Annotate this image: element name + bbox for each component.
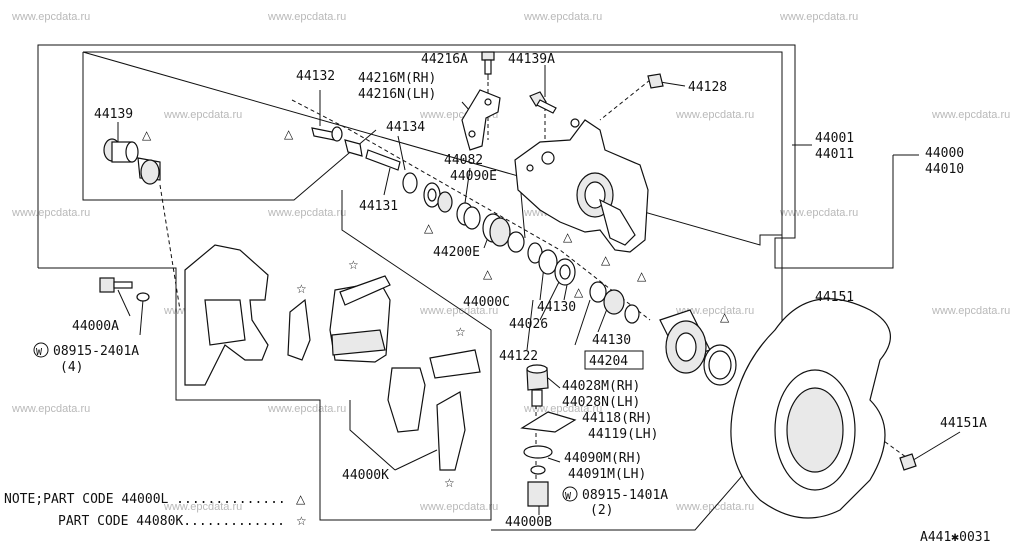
label-44151: 44151 [815, 290, 854, 305]
torque-member [99, 244, 269, 386]
watermark-text: www.epcdata.ru [11, 207, 90, 219]
label-44130-a: 44130 [537, 300, 576, 315]
watermark-text: www.epcdata.ru [11, 11, 90, 23]
label-44000c: 44000C [463, 295, 510, 310]
label-44130-b: 44130 [592, 333, 631, 348]
lower-hardware [520, 364, 577, 507]
watermark-text: www.epcdata.ru [931, 305, 1010, 317]
washer-symbol-letter: W [565, 491, 572, 502]
svg-text:☆: ☆ [455, 325, 466, 339]
watermark-text: www.epcdata.ru [163, 501, 242, 513]
bolts-top [481, 51, 664, 114]
label-44131: 44131 [359, 199, 398, 214]
watermark-text: www.epcdata.ru [267, 207, 346, 219]
diagram-code: A441✱0031 [920, 530, 990, 545]
svg-text:☆: ☆ [348, 258, 359, 272]
label-44000b: 44000B [505, 515, 552, 530]
label-44000a: 44000A [72, 319, 119, 334]
label-08915-2401a-qty: (4) [60, 360, 83, 375]
watermark-text: www.epcdata.ru [675, 109, 754, 121]
watermark-text: www.epcdata.ru [523, 11, 602, 23]
washer-symbol-icon [562, 486, 578, 502]
label-44011: 44011 [815, 147, 854, 162]
watermark-text: www.epcdata.ru [523, 403, 602, 415]
label-44091m: 44091M(LH) [568, 467, 646, 482]
label-44128: 44128 [688, 80, 727, 95]
outline-caliper-assy [38, 190, 492, 521]
label-44090e: 44090E [450, 169, 497, 184]
svg-text:△: △ [574, 285, 584, 299]
watermark-text: www.epcdata.ru [931, 109, 1010, 121]
svg-text:△: △ [483, 267, 493, 281]
outline-inner-kit [82, 52, 377, 201]
note-triangle-icon: △ [296, 492, 306, 506]
label-44028n: 44028N(LH) [562, 395, 640, 410]
watermark-text: www.epcdata.ru [419, 501, 498, 513]
label-44216a: 44216A [421, 52, 468, 67]
label-44000: 44000 [925, 146, 964, 161]
outline-44000 [37, 44, 894, 269]
label-44082: 44082 [444, 153, 483, 168]
note-block: NOTE;PART CODE 44000L .............. △ P… [4, 492, 307, 529]
part-labels: 44216A 44139A 44128 44132 44216M(RH) 442… [33, 52, 987, 530]
watermark-text: www.epcdata.ru [675, 305, 754, 317]
svg-text:△: △ [637, 269, 647, 283]
label-44216n: 44216N(LH) [358, 87, 436, 102]
label-44000k: 44000K [342, 468, 389, 483]
boot-kit [103, 126, 401, 185]
note-line-2: PART CODE 44080K............. [58, 514, 285, 529]
label-44119: 44119(LH) [588, 427, 658, 442]
brake-pads [287, 275, 481, 471]
watermark-text: www.epcdata.ru [779, 207, 858, 219]
label-44200e: 44200E [433, 245, 480, 260]
bracket-44216 [461, 89, 501, 151]
label-44026: 44026 [509, 317, 548, 332]
svg-text:△: △ [563, 230, 573, 244]
washer-symbol-icon [33, 342, 49, 358]
label-08915-2401a: 08915-2401A [53, 344, 139, 359]
label-44001: 44001 [815, 131, 854, 146]
svg-text:☆: ☆ [296, 282, 307, 296]
svg-text:△: △ [142, 128, 152, 142]
caliper-body [514, 118, 649, 253]
markers: △ △ △ △ △ △ △ △ △ ☆ ☆ ☆ ☆ [142, 127, 730, 490]
note-line-1: NOTE;PART CODE 44000L .............. [4, 492, 286, 507]
watermark-text: www.epcdata.ru [267, 11, 346, 23]
watermark-text: www.epcdata.ru [779, 11, 858, 23]
watermark-text: www.epcdata.ru [11, 403, 90, 415]
svg-text:△: △ [284, 127, 294, 141]
svg-text:△: △ [424, 221, 434, 235]
label-44134: 44134 [386, 120, 425, 135]
svg-text:△: △ [601, 253, 611, 267]
dust-shield [730, 298, 917, 519]
watermark-text: www.epcdata.ru [163, 109, 242, 121]
label-44028m: 44028M(RH) [562, 379, 640, 394]
watermark-text: www.epcdata.ru [267, 403, 346, 415]
label-44204: 44204 [589, 354, 628, 369]
label-44090m: 44090M(RH) [564, 451, 642, 466]
label-44122: 44122 [499, 349, 538, 364]
washer-symbol-letter: W [36, 347, 43, 358]
label-44132: 44132 [296, 69, 335, 84]
label-44151a: 44151A [940, 416, 987, 431]
label-44139a: 44139A [508, 52, 555, 67]
seal-rings [402, 172, 640, 324]
label-44139: 44139 [94, 107, 133, 122]
label-44118: 44118(RH) [582, 411, 652, 426]
svg-text:△: △ [720, 310, 730, 324]
label-08915-1401a: 08915-1401A [582, 488, 668, 503]
piston [659, 309, 737, 386]
label-08915-1401a-qty: (2) [590, 503, 613, 518]
label-44216m: 44216M(RH) [358, 71, 436, 86]
note-star-icon: ☆ [296, 514, 307, 528]
label-44010: 44010 [925, 162, 964, 177]
watermark-text: www.epcdata.ru [419, 305, 498, 317]
box-44204 [584, 350, 644, 370]
svg-text:☆: ☆ [444, 476, 455, 490]
